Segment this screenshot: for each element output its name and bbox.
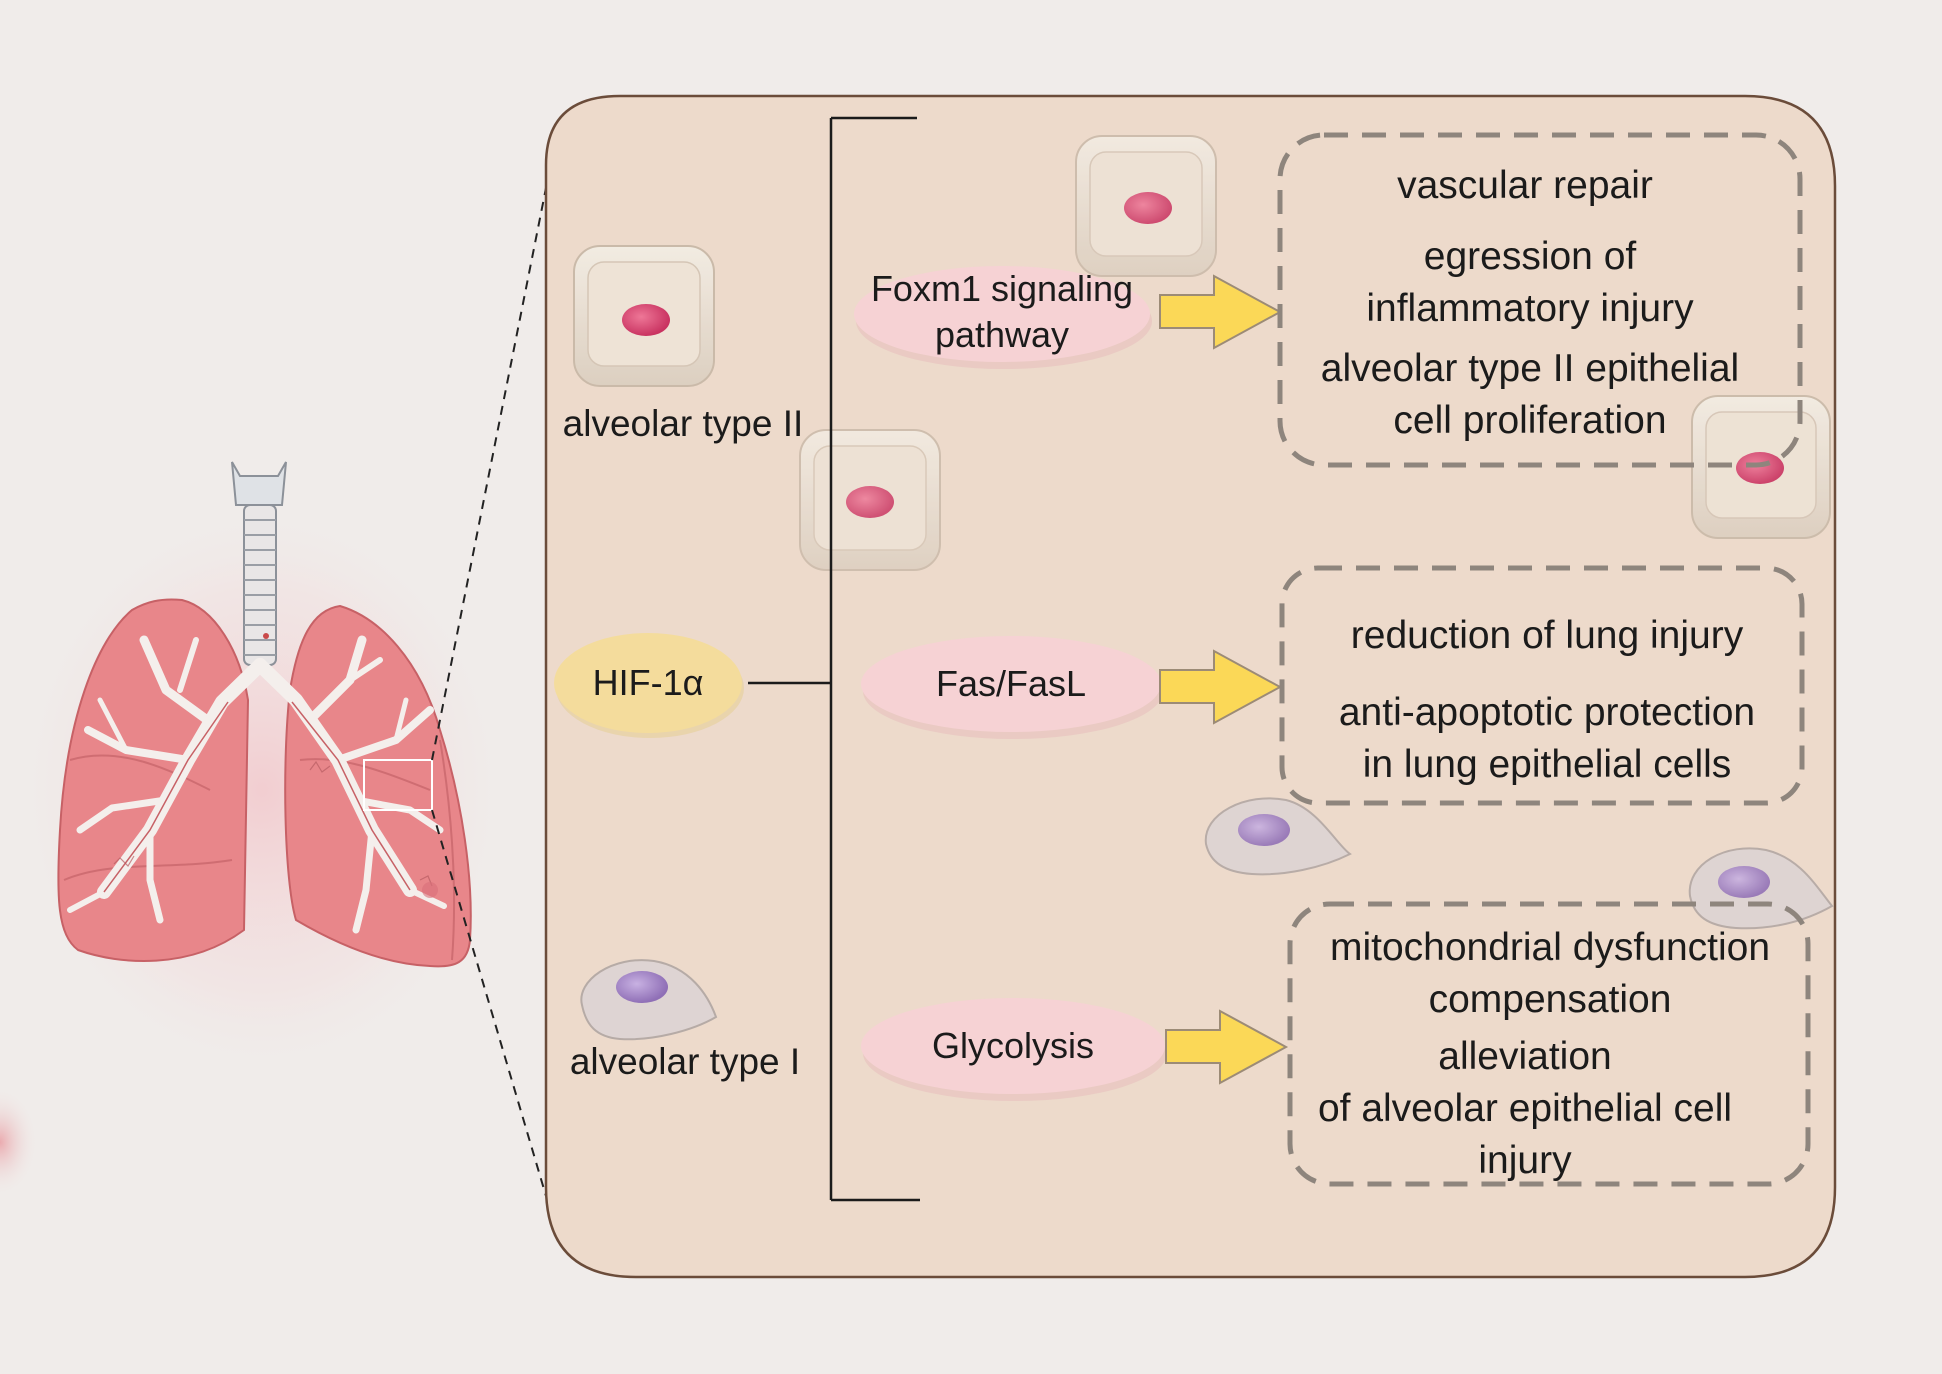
outcome-text: alveolar type II epithelial bbox=[1320, 347, 1740, 390]
outcome-text: reduction of lung injury bbox=[1350, 614, 1744, 657]
outcome-text: compensation bbox=[1428, 978, 1672, 1021]
outcome-text: vascular repair bbox=[1397, 164, 1653, 207]
foxm1-pathway-pill bbox=[854, 266, 1150, 362]
lung-icon bbox=[12, 461, 512, 1080]
zoom-connector-lines bbox=[431, 187, 547, 1197]
pathway-label-foxm1: Foxm1 signaling pathway bbox=[852, 266, 1152, 358]
edge-blob bbox=[0, 1087, 38, 1197]
outcome-text: inflammatory injury bbox=[1366, 287, 1694, 330]
cuboidal-cell-icon bbox=[1075, 135, 1217, 277]
outcome-text: cell proliferation bbox=[1393, 399, 1667, 442]
outcome-box-1 bbox=[1277, 132, 1803, 468]
outcome-text: mitochondrial dysfunction bbox=[1329, 926, 1771, 969]
pathway-bracket bbox=[748, 116, 920, 1202]
pathway-label-line: pathway bbox=[934, 314, 1070, 355]
trachea bbox=[231, 461, 287, 666]
pathway-label-line: Foxm1 signaling bbox=[870, 268, 1134, 309]
zoom-region-box bbox=[363, 759, 433, 811]
pathway-label-glycolysis: Glycolysis bbox=[931, 1025, 1095, 1066]
hif-1a-pill bbox=[554, 633, 742, 733]
glycolysis-pathway-pill bbox=[861, 998, 1165, 1094]
outcome-text: alleviation bbox=[1438, 1035, 1612, 1078]
hif-1a-label: HIF-1α bbox=[592, 662, 704, 703]
outcome-text: of alveolar epithelial cell bbox=[1317, 1087, 1733, 1130]
fas-fasl-pathway-pill bbox=[861, 636, 1161, 732]
block-arrow-icon bbox=[1159, 274, 1283, 350]
outcome-text: injury bbox=[1478, 1139, 1572, 1182]
outcome-text: in lung epithelial cells bbox=[1362, 743, 1732, 786]
cell-label-type1: alveolar type I bbox=[569, 1041, 801, 1082]
cell-label-type2: alveolar type II bbox=[562, 403, 804, 444]
cuboidal-cell-icon bbox=[573, 245, 715, 387]
cuboidal-cell-icon bbox=[799, 429, 941, 571]
pathway-label-fas-fasl: Fas/FasL bbox=[935, 663, 1087, 704]
block-arrow-icon bbox=[1165, 1009, 1289, 1085]
squamous-cell-icon bbox=[1204, 797, 1352, 876]
outcome-text: anti-apoptotic protection bbox=[1338, 691, 1756, 734]
squamous-cell-icon bbox=[1688, 847, 1834, 930]
outcome-box-2 bbox=[1279, 565, 1805, 806]
left-lung bbox=[57, 598, 250, 963]
squamous-cell-icon bbox=[580, 959, 718, 1041]
outcome-text: egression of bbox=[1423, 235, 1637, 278]
block-arrow-icon bbox=[1159, 649, 1283, 725]
